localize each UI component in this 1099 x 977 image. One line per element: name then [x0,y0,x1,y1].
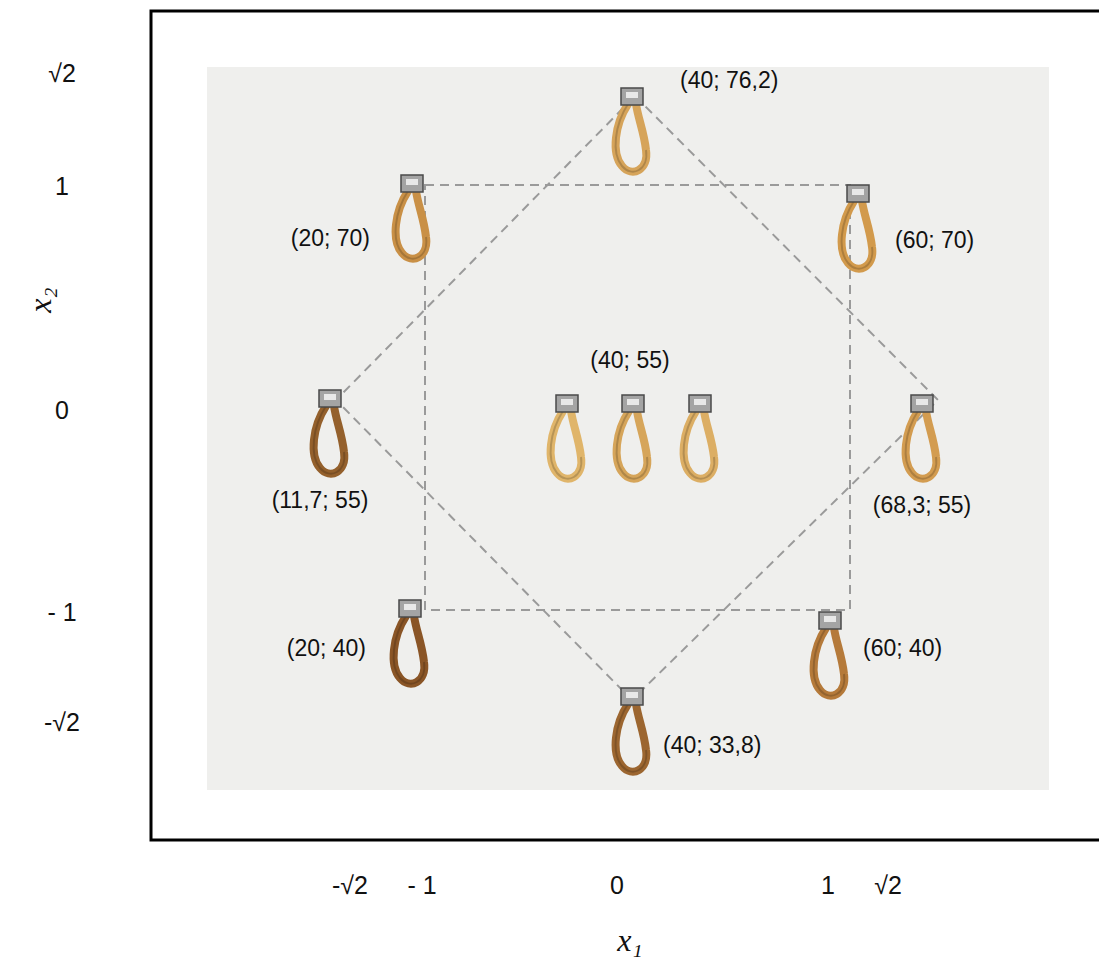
hair-swatch [551,395,582,479]
tick-label: -√2 [332,873,368,898]
hair-swatch [616,88,647,172]
design-outline [336,96,938,700]
hair-swatch [906,395,937,479]
point-label: (68,3; 55) [873,494,971,517]
point-label: (60; 40) [863,637,942,660]
point-label: (20; 70) [291,227,370,250]
frame-border [151,11,1099,840]
hair-swatch [842,185,873,269]
hair-swatch [396,175,427,259]
point-label: (60; 70) [895,229,974,252]
axis-title: x₂ [24,287,56,312]
hair-swatch [394,600,425,684]
tick-label: 0 [610,873,624,898]
point-label: (20; 40) [287,637,366,660]
axial-diamond [336,96,938,700]
hair-swatch [616,688,647,772]
tick-label: -√2 [44,710,80,735]
point-label: (40; 33,8) [663,734,761,757]
axis-title: x₁ [617,924,642,956]
tick-label: - 1 [47,600,76,625]
hair-swatch [814,612,845,696]
hair-swatch [684,395,715,479]
hair-swatches [314,88,937,772]
tick-label: 0 [55,398,69,423]
tick-label: √2 [874,873,902,898]
hair-swatch [314,390,345,474]
hair-swatch [617,395,648,479]
tick-label: 1 [821,873,835,898]
point-label: (40; 55) [590,349,669,372]
tick-label: - 1 [407,873,436,898]
photo-ground [207,67,1049,790]
tick-label: 1 [55,174,69,199]
point-label: (40; 76,2) [680,69,778,92]
tick-label: √2 [48,61,76,86]
point-label: (11,7; 55) [272,489,369,512]
